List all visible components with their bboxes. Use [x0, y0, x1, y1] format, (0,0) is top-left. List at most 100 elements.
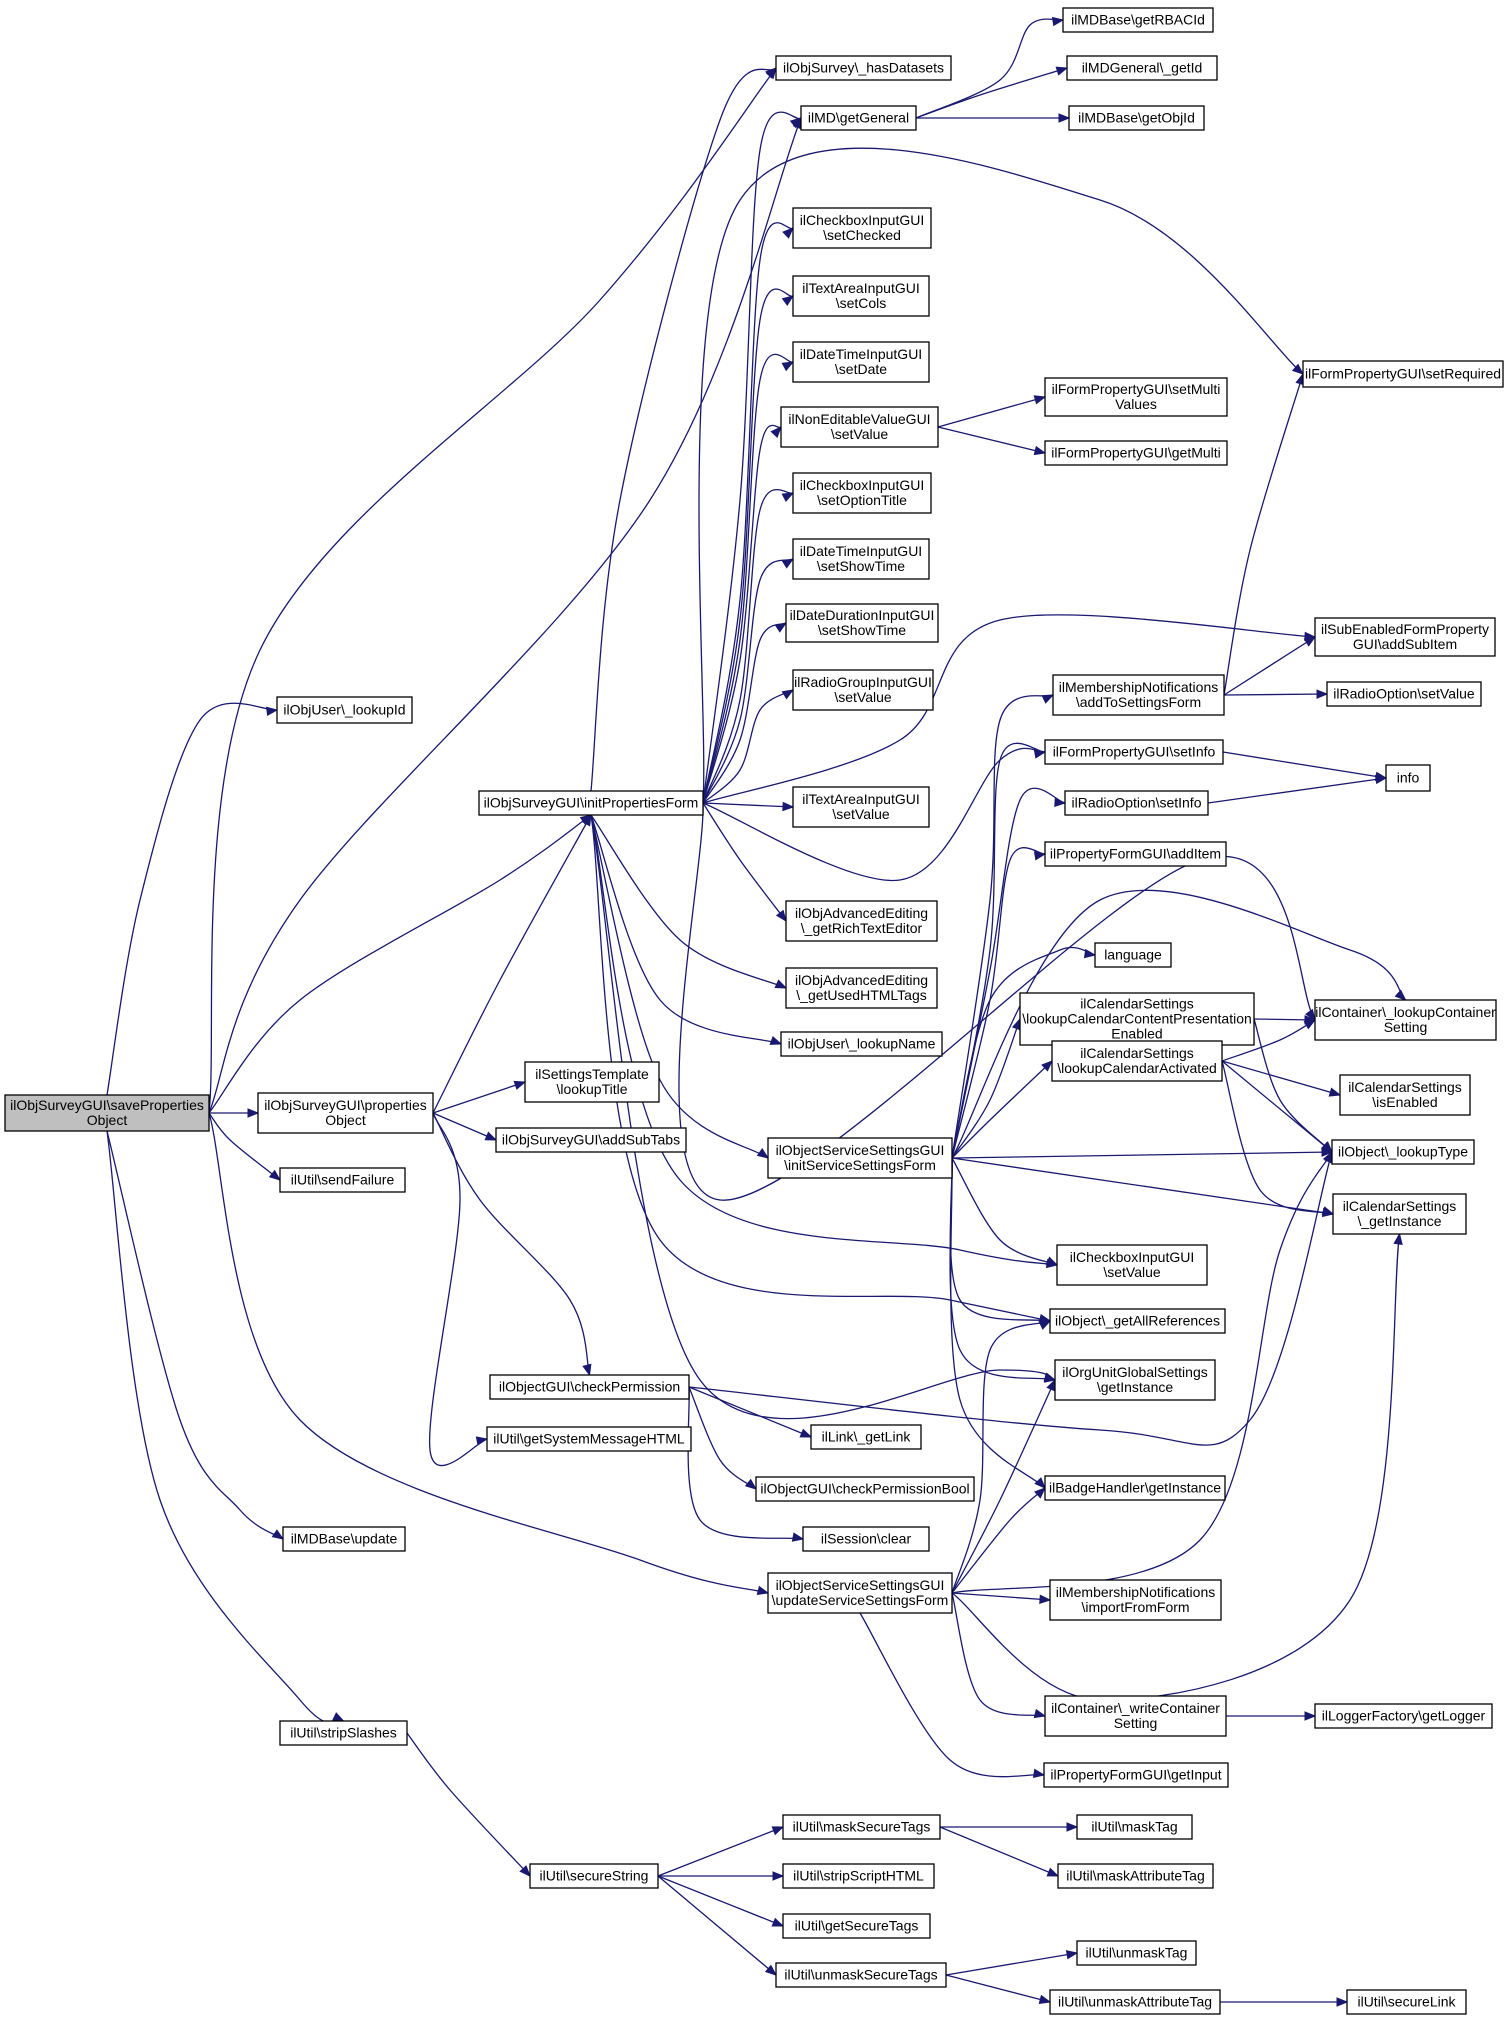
node-get-link[interactable]: ilLink\_getLink: [810, 1424, 922, 1450]
edge-line: [951, 1157, 1058, 1266]
node-label: ilMD\getGeneral: [808, 110, 909, 126]
edge-line: [951, 787, 1066, 1159]
edge-line: [951, 1320, 1051, 1594]
node-box: [1094, 942, 1172, 968]
node-cb-set-value[interactable]: ilCheckboxInputGUI\setValue: [1056, 1244, 1208, 1286]
node-has-datasets[interactable]: ilObjSurvey\_hasDatasets: [775, 55, 952, 81]
node-unmask-tag[interactable]: ilUtil\unmaskTag: [1076, 1940, 1197, 1966]
arrowhead: [769, 1035, 783, 1045]
edge-secure-string-to-mask-secure-tags: [657, 1826, 785, 1877]
node-dt-set-show-time[interactable]: ilDateTimeInputGUI\setShowTime: [792, 538, 930, 580]
node-ro-set-value[interactable]: ilRadioOption\setValue: [1326, 681, 1482, 707]
node-logger-get-logger[interactable]: ilLoggerFactory\getLogger: [1314, 1703, 1493, 1729]
node-pf-get-input[interactable]: ilPropertyFormGUI\getInput: [1043, 1762, 1229, 1788]
node-get-used-htmltags[interactable]: ilObjAdvancedEditing\_getUsedHTMLTags: [785, 967, 938, 1009]
node-cb-set-option-title[interactable]: ilCheckboxInputGUI\setOptionTitle: [792, 472, 932, 514]
node-get-multi[interactable]: ilFormPropertyGUI\getMulti: [1044, 440, 1228, 466]
node-oss-init[interactable]: ilObjectServiceSettingsGUI\initServiceSe…: [767, 1137, 953, 1179]
node-box: [1332, 1193, 1467, 1235]
node-lookup-type[interactable]: ilObject\_lookupType: [1331, 1139, 1475, 1165]
edge-cs-lookup-activated-to-lookup-type: [1221, 1060, 1334, 1153]
node-dt-set-date[interactable]: ilDateTimeInputGUI\setDate: [792, 341, 930, 383]
node-label: ilLoggerFactory\getLogger: [1322, 1708, 1486, 1724]
edge-init-properties-form-to-lookup-name: [590, 814, 783, 1045]
node-add-sub-tabs[interactable]: ilObjSurveyGUI\addSubTabs: [495, 1127, 687, 1153]
node-lookup-name[interactable]: ilObjUser\_lookupName: [780, 1031, 943, 1057]
node-ro-set-info[interactable]: ilRadioOption\setInfo: [1064, 790, 1209, 816]
edge-oss-init-to-pf-add-item: [951, 847, 1047, 1159]
node-secure-string[interactable]: ilUtil\secureString: [529, 1863, 659, 1889]
node-strip-script-html[interactable]: ilUtil\stripScriptHTML: [782, 1863, 935, 1889]
node-box: [767, 1137, 953, 1179]
edge-line: [951, 1592, 1046, 1717]
node-box: [1054, 1359, 1216, 1401]
node-box: [1044, 841, 1227, 867]
node-session-clear[interactable]: ilSession\clear: [802, 1526, 930, 1552]
node-secure-link[interactable]: ilUtil\secureLink: [1346, 1989, 1467, 2015]
node-box: [1066, 55, 1218, 81]
node-unmask-attribute-tag[interactable]: ilUtil\unmaskAttributeTag: [1049, 1989, 1221, 2015]
node-cs-get-instance[interactable]: ilCalendarSettings\_getInstance: [1332, 1193, 1467, 1235]
node-language[interactable]: language: [1094, 942, 1172, 968]
node-set-required[interactable]: ilFormPropertyGUI\setRequired: [1302, 360, 1504, 388]
node-pf-add-item[interactable]: ilPropertyFormGUI\addItem: [1044, 841, 1227, 867]
node-check-permission[interactable]: ilObjectGUI\checkPermission: [489, 1374, 690, 1400]
node-mask-attribute-tag[interactable]: ilUtil\maskAttributeTag: [1057, 1863, 1214, 1889]
node-rg-set-value[interactable]: ilRadioGroupInputGUI\setValue: [792, 669, 934, 711]
node-get-rbacid[interactable]: ilMDBase\getRBACId: [1062, 7, 1214, 33]
node-mask-secure-tags[interactable]: ilUtil\maskSecureTags: [782, 1814, 941, 1840]
node-cb-set-checked[interactable]: ilCheckboxInputGUI\setChecked: [792, 207, 932, 249]
node-get-secure-tags[interactable]: ilUtil\getSecureTags: [782, 1913, 931, 1939]
node-label: ilCheckboxInputGUI: [800, 477, 925, 493]
node-label: \importFromForm: [1081, 1599, 1189, 1615]
edge-cs-lookup-activated-to-cs-is-enabled: [1221, 1060, 1342, 1097]
node-settings-template-title[interactable]: ilSettingsTemplate\lookupTitle: [524, 1061, 660, 1103]
node-label: \_getRichTextEditor: [801, 920, 923, 936]
node-md-update[interactable]: ilMDBase\update: [282, 1526, 406, 1552]
arrowhead: [1043, 1372, 1057, 1382]
node-nev-set-value[interactable]: ilNonEditableValueGUI\setValue: [780, 406, 939, 448]
node-lookup-id[interactable]: ilObjUser\_lookupId: [276, 696, 413, 724]
node-get-general[interactable]: ilMD\getGeneral: [800, 105, 917, 131]
node-get-system-message-html[interactable]: ilUtil\getSystemMessageHTML: [486, 1426, 692, 1452]
node-label: ilMDBase\update: [291, 1531, 398, 1547]
arrowhead: [1055, 66, 1069, 76]
node-init-properties-form[interactable]: ilObjSurveyGUI\initPropertiesForm: [478, 790, 704, 816]
node-mn-add-to-settings-form[interactable]: ilMembershipNotifications\addToSettingsF…: [1052, 674, 1225, 716]
node-label: Setting: [1384, 1019, 1428, 1035]
edge-oss-init-to-cs-lookup-activated: [951, 1060, 1053, 1159]
edge-init-properties-form-to-dt-set-show-time: [702, 558, 795, 804]
node-strip-slashes[interactable]: ilUtil\stripSlashes: [279, 1720, 408, 1746]
node-oss-update[interactable]: ilObjectServiceSettingsGUI\updateService…: [767, 1572, 953, 1614]
node-fp-set-info[interactable]: ilFormPropertyGUI\setInfo: [1044, 739, 1224, 765]
node-get-all-references[interactable]: ilObject\_getAllReferences: [1049, 1308, 1226, 1334]
node-ta-set-cols[interactable]: ilTextAreaInputGUI\setCols: [792, 275, 930, 317]
arrowhead: [268, 1169, 282, 1181]
node-get-obj-id[interactable]: ilMDBase\getObjId: [1068, 105, 1205, 131]
node-cs-lookup-content-pres[interactable]: ilCalendarSettings\lookupCalendarContent…: [1019, 992, 1255, 1046]
node-box: [792, 538, 930, 580]
node-badge-get-instance[interactable]: ilBadgeHandler\getInstance: [1044, 1475, 1226, 1501]
node-org-unit-get-instance[interactable]: ilOrgUnitGlobalSettings\getInstance: [1054, 1359, 1216, 1401]
node-unmask-secure-tags[interactable]: ilUtil\unmaskSecureTags: [775, 1962, 947, 1988]
node-info[interactable]: info: [1385, 764, 1431, 792]
edge-line: [702, 614, 1316, 804]
node-check-permission-bool[interactable]: ilObjectGUI\checkPermissionBool: [755, 1476, 975, 1502]
node-ta-set-value[interactable]: ilTextAreaInputGUI\setValue: [792, 786, 930, 828]
node-dd-set-show-time[interactable]: ilDateDurationInputGUI\setShowTime: [785, 603, 939, 643]
node-get-rich-text-editor[interactable]: ilObjAdvancedEditing\_getRichTextEditor: [785, 900, 938, 942]
node-mask-tag[interactable]: ilUtil\maskTag: [1076, 1814, 1193, 1840]
node-box: [785, 967, 938, 1009]
node-mn-import-from-form[interactable]: ilMembershipNotifications\importFromForm: [1049, 1579, 1222, 1621]
node-send-failure[interactable]: ilUtil\sendFailure: [279, 1167, 406, 1193]
node-md-general-get-id[interactable]: ilMDGeneral\_getId: [1066, 55, 1218, 81]
node-cs-lookup-activated[interactable]: ilCalendarSettings\lookupCalendarActivat…: [1051, 1040, 1223, 1082]
node-cs-is-enabled[interactable]: ilCalendarSettings\isEnabled: [1339, 1074, 1471, 1116]
